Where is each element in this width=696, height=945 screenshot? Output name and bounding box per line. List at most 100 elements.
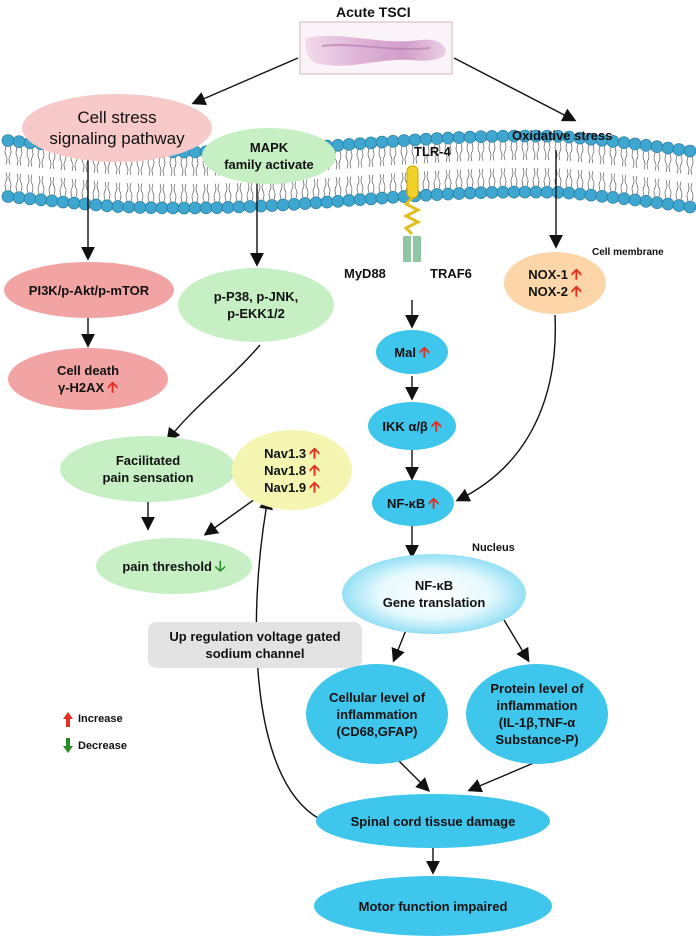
- lipid-head: [298, 197, 312, 210]
- lipid-tail: [444, 169, 452, 189]
- nfkb-gene-line1: NF-κB: [414, 578, 454, 593]
- lipid-head: [265, 199, 279, 212]
- lipid-tail: [389, 173, 397, 192]
- lipid-tail: [37, 149, 45, 168]
- lipid-tail: [675, 155, 683, 174]
- nav-channels-node: Nav1.3🡩 Nav1.8🡩 Nav1.9🡩: [232, 430, 352, 510]
- mapk-label-line1: MAPK: [249, 140, 289, 155]
- lipid-head: [650, 196, 664, 209]
- cellular-inflammation-node: Cellular level of inflammation (CD68,GFA…: [306, 664, 448, 764]
- lipid-tail: [642, 177, 650, 196]
- mal-label: Mal: [394, 344, 416, 360]
- lipid-head: [628, 137, 642, 151]
- ikk-node: IKK α/β🡩: [368, 402, 456, 450]
- lipid-tail: [224, 183, 232, 202]
- lipid-head: [529, 185, 543, 199]
- protein-line2: inflammation: [496, 698, 578, 713]
- lipid-tail: [180, 157, 188, 177]
- lipid-head: [430, 188, 444, 201]
- lipid-tail: [202, 183, 210, 202]
- facilitated-line2: pain sensation: [102, 470, 194, 485]
- lipid-tail: [598, 172, 606, 191]
- increase-arrow-icon: 🡩: [107, 379, 119, 396]
- lipid-head: [243, 200, 257, 213]
- protein-line4: Substance-P): [495, 732, 579, 747]
- lipid-head: [430, 132, 444, 145]
- lipid-head: [617, 192, 631, 205]
- lipid-tail: [664, 180, 672, 199]
- lipid-head: [100, 199, 114, 213]
- lipid-tail: [257, 181, 265, 201]
- oxidative-stress-label: Oxidative stress: [512, 128, 613, 143]
- lipid-tail: [686, 156, 694, 176]
- lipid-head: [331, 194, 345, 208]
- lipid-tail: [213, 183, 221, 202]
- lipid-head: [364, 136, 378, 150]
- nfkb-node: NF-κB🡩: [372, 480, 454, 526]
- p38-label-line1: p-P38, p-JNK,: [213, 289, 299, 304]
- lipid-head: [56, 195, 70, 209]
- lipid-tail: [92, 180, 100, 200]
- lipid-tail: [466, 169, 474, 188]
- lipid-tail: [675, 181, 683, 200]
- lipid-head: [518, 185, 532, 199]
- nox1-label: NOX-1: [528, 267, 568, 282]
- lipid-tail: [620, 148, 628, 167]
- lipid-tail: [576, 143, 584, 163]
- lipid-tail: [411, 145, 419, 164]
- lipid-tail: [235, 182, 243, 202]
- cell-membrane-label: Cell membrane: [592, 247, 664, 258]
- increase-arrow-icon: 🡩: [309, 461, 320, 479]
- protein-line1: Protein level of: [490, 681, 584, 696]
- motor-function-node: Motor function impaired: [314, 876, 552, 936]
- lipid-head: [683, 200, 696, 214]
- lipid-head: [639, 139, 653, 152]
- lipid-tail: [334, 177, 342, 196]
- lipid-head: [1, 134, 15, 147]
- lipid-tail: [499, 168, 507, 187]
- increase-arrow-icon: 🡩: [570, 266, 582, 283]
- cellular-line1: Cellular level of: [328, 689, 426, 705]
- lipid-tail: [400, 146, 408, 165]
- lipid-head: [573, 187, 587, 201]
- mal-node: Mal🡩: [376, 330, 448, 374]
- pi3k-node: PI3K/p-Akt/p-mTOR: [4, 262, 174, 318]
- lipid-tail: [367, 148, 375, 167]
- lipid-tail: [521, 167, 529, 187]
- lipid-head: [452, 131, 466, 144]
- lipid-head: [353, 193, 367, 206]
- lipid-head: [309, 196, 323, 210]
- lipid-head: [375, 135, 389, 149]
- lipid-tail: [532, 141, 540, 161]
- lipid-head: [155, 201, 169, 215]
- nav18-label: Nav1.8: [264, 462, 307, 478]
- lipid-head: [551, 185, 565, 199]
- lipid-head: [661, 141, 675, 155]
- lipid-head: [463, 130, 477, 144]
- lipid-tail: [565, 168, 573, 188]
- lipid-head: [463, 186, 477, 200]
- lipid-tail: [631, 175, 639, 195]
- cellular-line2: inflammation: [336, 706, 418, 722]
- lipid-head: [210, 201, 224, 214]
- lipid-tail: [147, 157, 155, 176]
- lipid-tail: [48, 150, 56, 170]
- mapk-node: MAPK family activate: [202, 128, 336, 184]
- lipid-head: [188, 201, 202, 215]
- lipid-head: [584, 188, 598, 202]
- pi3k-label: PI3K/p-Akt/p-mTOR: [28, 282, 150, 298]
- mapk-label-line2: family activate: [224, 157, 314, 172]
- lipid-tail: [345, 176, 353, 195]
- lipid-tail: [587, 145, 595, 164]
- lipid-head: [507, 185, 521, 199]
- lipid-tail: [114, 182, 122, 201]
- lipid-head: [375, 191, 389, 205]
- lipid-head: [650, 140, 664, 153]
- lipid-head: [540, 185, 554, 199]
- cellular-line3: (CD68,GFAP): [336, 723, 418, 739]
- lipid-tail: [356, 149, 364, 168]
- nox2-label: NOX-2: [528, 284, 568, 299]
- lipid-head: [606, 191, 620, 204]
- nav19-label: Nav1.9: [264, 479, 307, 495]
- up-regulation-line1: Up regulation voltage gated: [169, 629, 341, 644]
